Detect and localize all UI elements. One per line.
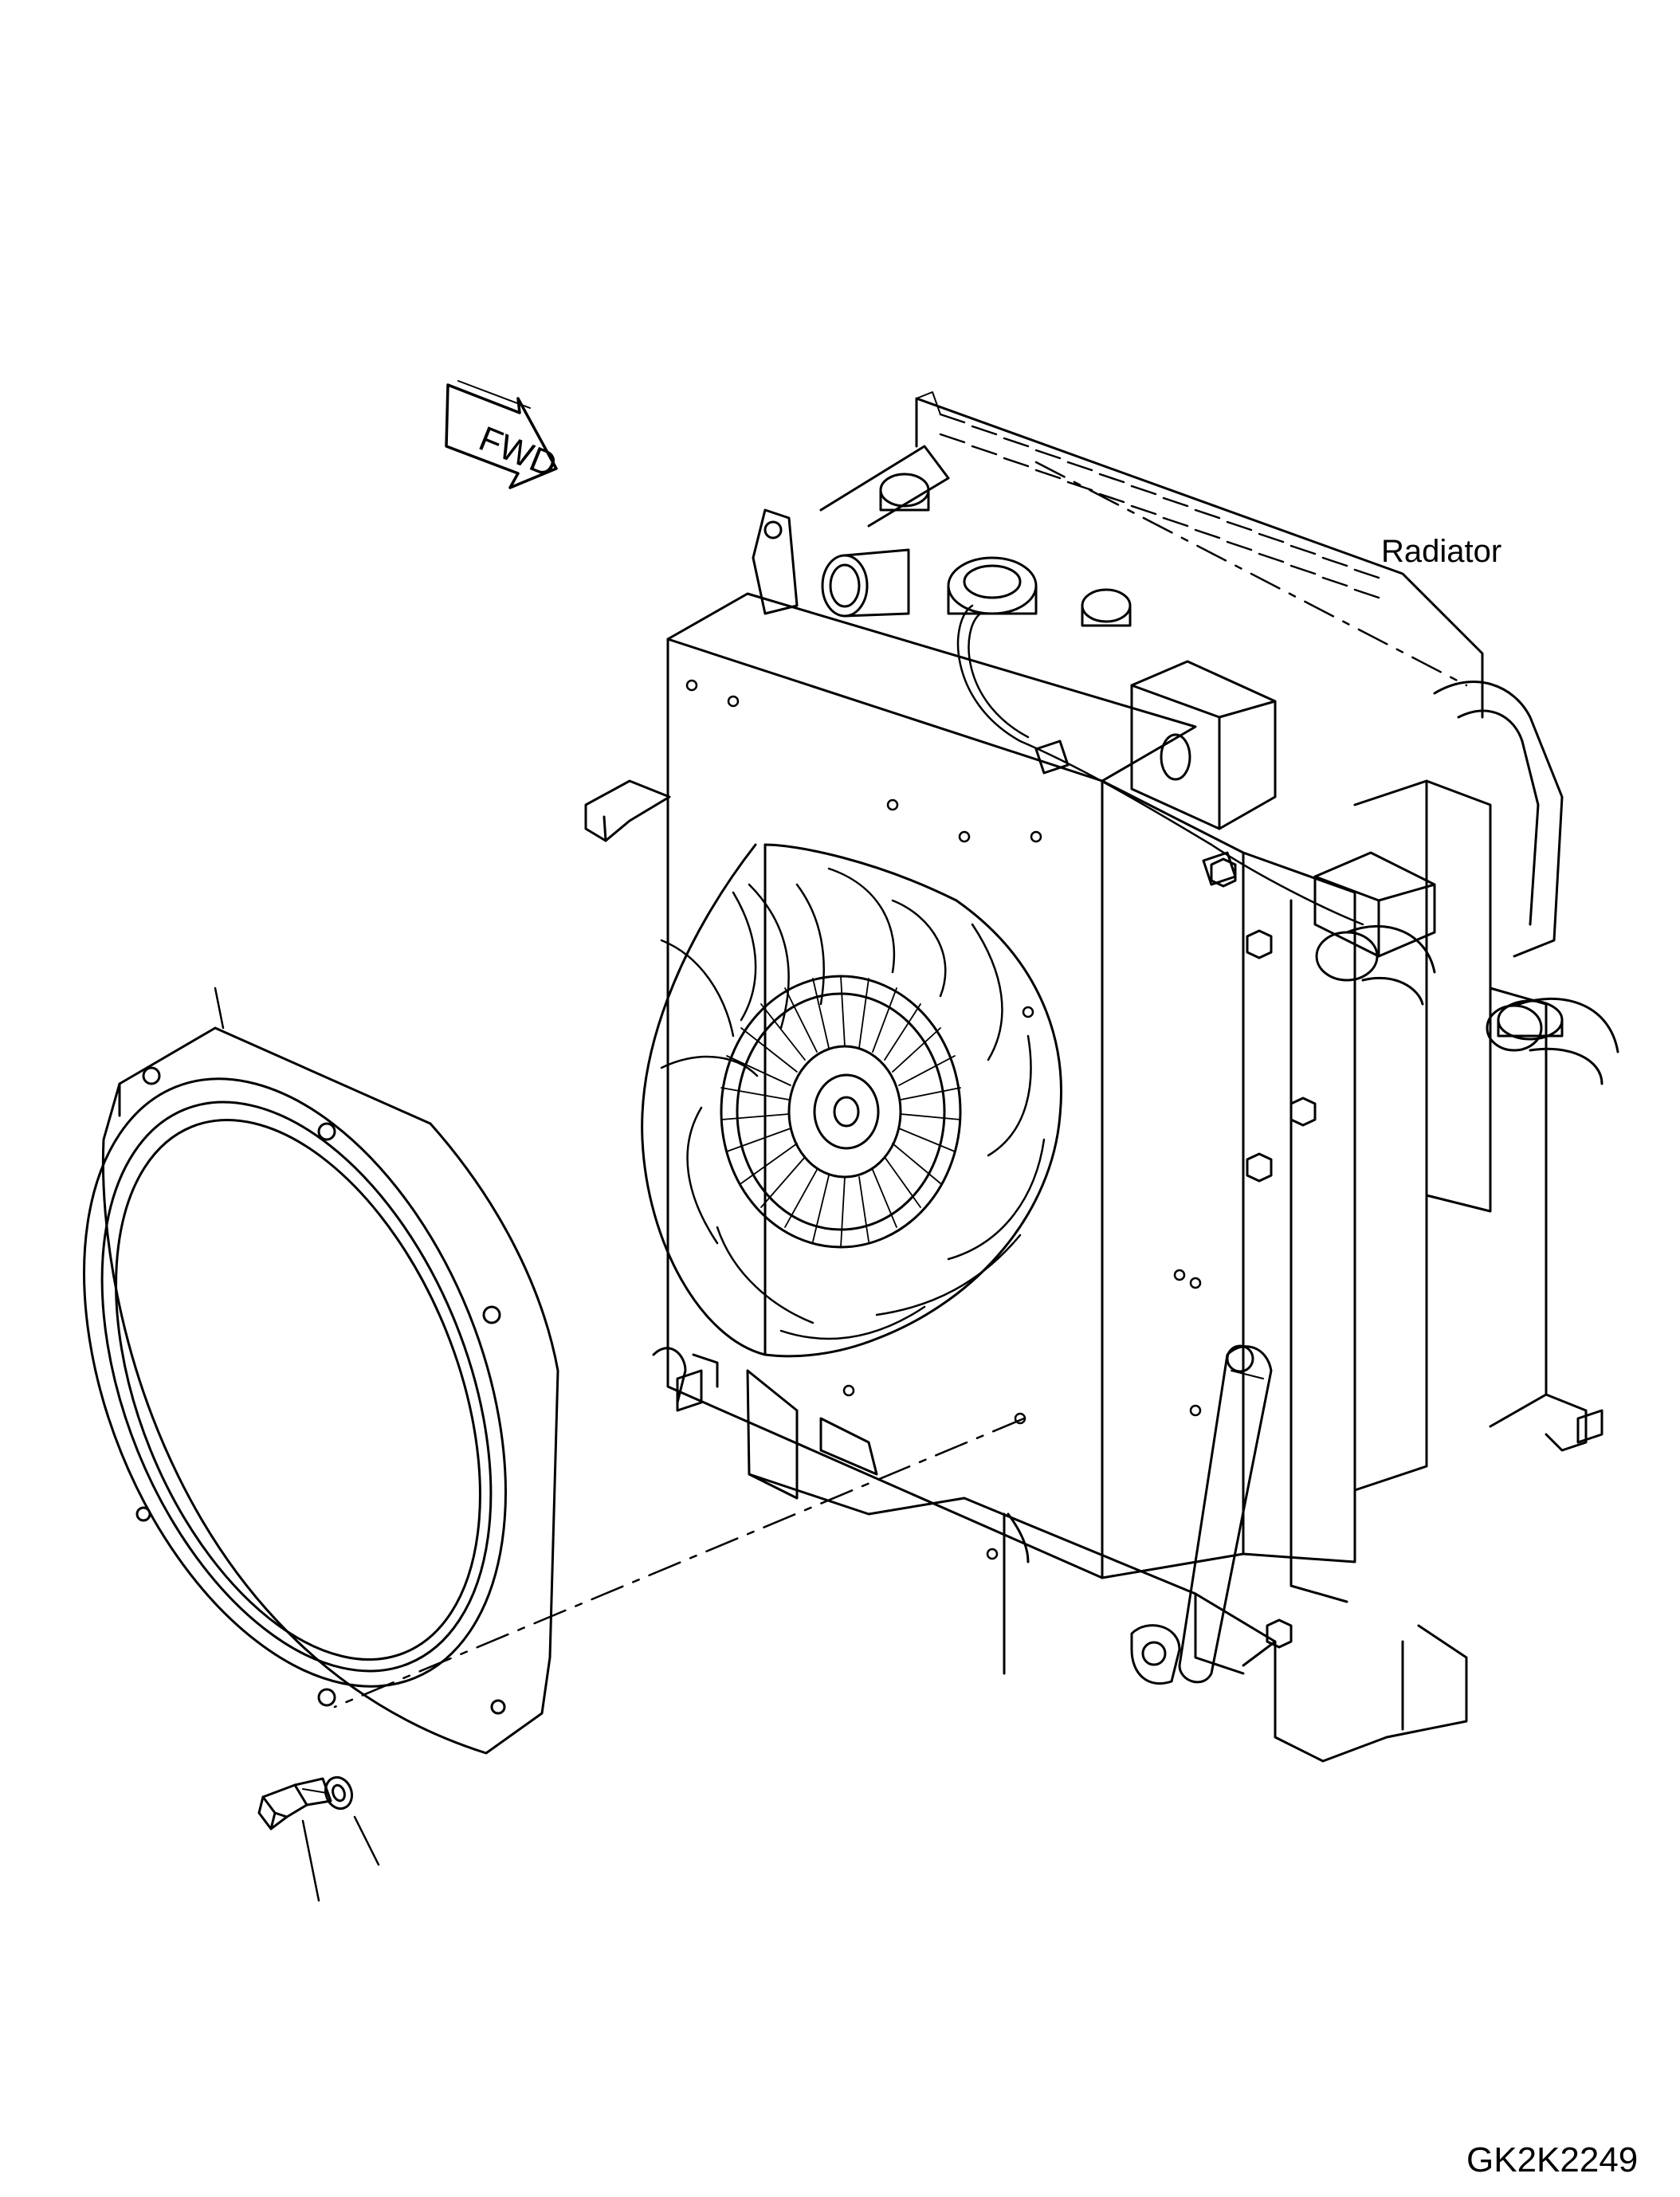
frame-bolts [1210, 857, 1317, 1649]
fwd-arrow: FWD [445, 380, 563, 489]
radiator-assembly [584, 391, 1619, 1763]
washer-leader [353, 1815, 380, 1866]
shroud-bolts [685, 679, 1202, 1560]
drawing-code-label: GK2K2249 [1466, 2140, 1639, 2179]
bolt-leader [301, 1819, 320, 1902]
bolt-and-washer [257, 1775, 380, 1902]
radiator-label: Radiator [1381, 534, 1502, 569]
fan-hub-ribs [720, 975, 961, 1248]
top-grill [939, 413, 1380, 599]
fan-ring-leader [214, 987, 225, 1030]
explosion-line [333, 1417, 1026, 1709]
fan-ring-part [83, 987, 559, 1755]
fan-blades [660, 867, 1046, 1340]
